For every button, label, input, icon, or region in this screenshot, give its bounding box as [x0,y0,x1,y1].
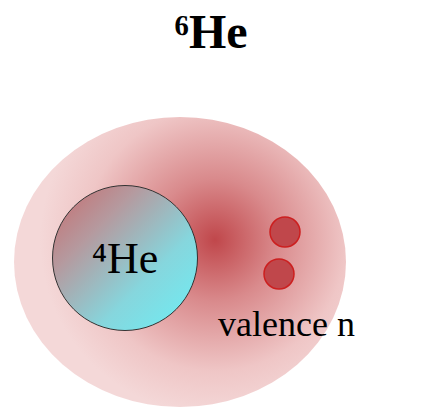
neutron-dot [270,217,300,247]
core-circle: ⁴He [52,185,198,331]
core-label: ⁴He [92,233,159,284]
part-label: valence n [218,303,355,345]
halo-cloud [14,117,346,407]
neutron-dot [264,259,294,289]
diagram-title: ⁶He [0,4,422,59]
